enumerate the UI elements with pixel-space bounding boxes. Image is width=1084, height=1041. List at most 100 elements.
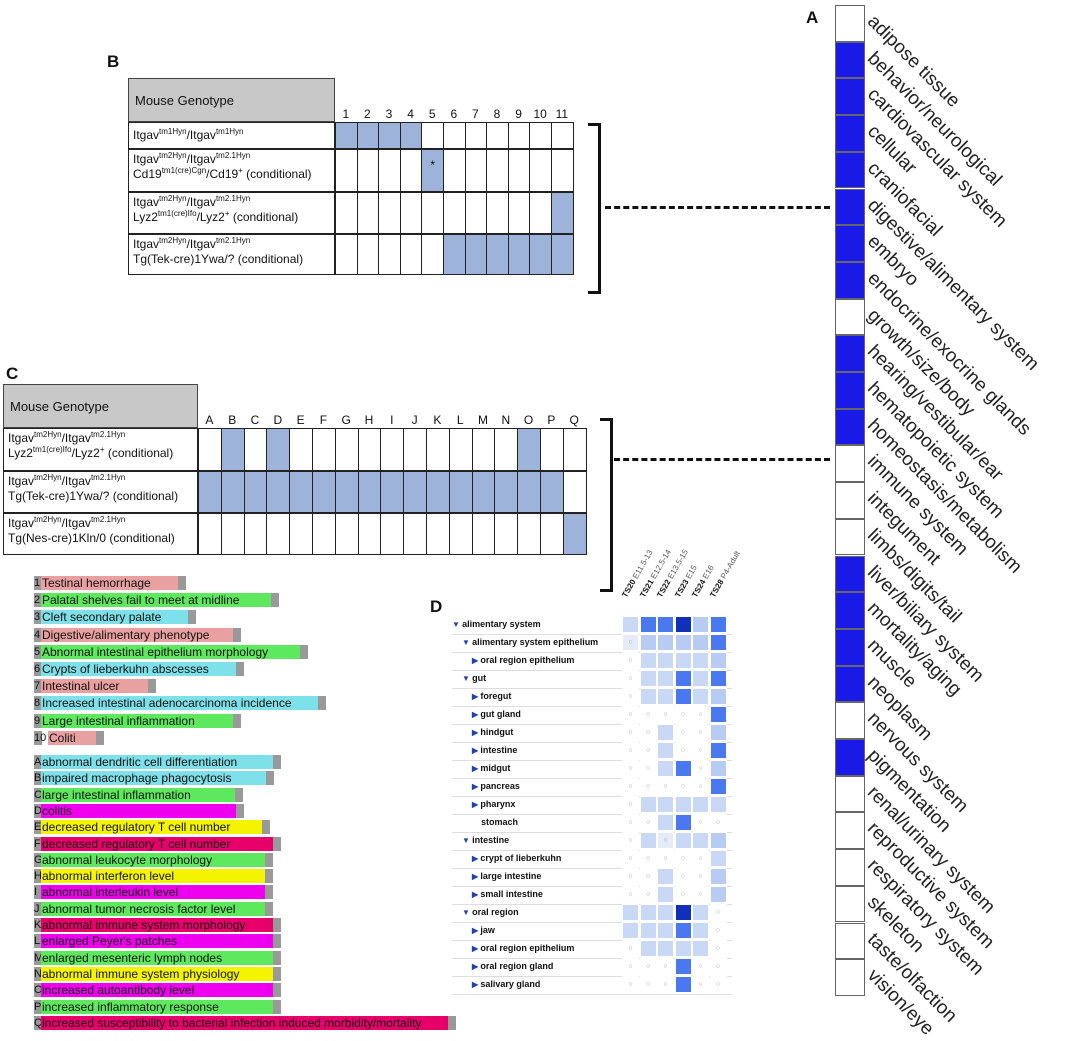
anatomy-row[interactable]: ▶ small intestine (452, 886, 732, 905)
expression-cell[interactable]: ○ (622, 940, 639, 957)
expression-cell[interactable] (709, 670, 727, 687)
expression-cell[interactable] (657, 616, 674, 633)
expression-cell[interactable]: ○ (622, 958, 639, 975)
expand-arrow-icon[interactable]: ▶ (472, 692, 481, 701)
expand-arrow-icon[interactable]: ▶ (472, 782, 481, 791)
expand-arrow-icon[interactable]: ▶ (472, 980, 481, 989)
expression-cell[interactable] (674, 688, 692, 705)
expression-cell[interactable]: ○ (639, 742, 657, 759)
expand-arrow-icon[interactable]: ▶ (472, 764, 481, 773)
anatomy-row[interactable]: ▶ pharynx (452, 796, 732, 815)
expression-cell[interactable]: ○ (709, 814, 727, 831)
expression-cell[interactable]: ○ (622, 814, 639, 831)
expression-cell[interactable] (709, 706, 727, 723)
expression-cell[interactable]: ○ (692, 760, 709, 777)
anatomy-row[interactable]: ▶ oral region epithelium (452, 940, 732, 959)
expression-cell[interactable] (709, 652, 727, 669)
anatomy-row[interactable]: ▶ crypt of lieberkuhn (452, 850, 732, 869)
anatomy-row[interactable]: ▼ intestine (452, 832, 732, 851)
anatomy-row[interactable]: ▶ midgut (452, 760, 732, 779)
expression-cell[interactable] (622, 922, 639, 939)
expression-cell[interactable]: ○ (622, 886, 639, 903)
expression-cell[interactable] (657, 868, 674, 885)
expression-cell[interactable]: ○ (622, 850, 639, 867)
expression-cell[interactable]: ○ (639, 868, 657, 885)
anatomy-row[interactable]: ▶ foregut (452, 688, 732, 707)
expand-arrow-icon[interactable]: ▼ (462, 674, 473, 683)
anatomy-row[interactable]: ▶ intestine (452, 742, 732, 761)
anatomy-row[interactable]: ▶ jaw (452, 922, 732, 941)
expression-cell[interactable] (674, 922, 692, 939)
expression-cell[interactable]: ○ (622, 634, 639, 651)
anatomy-row[interactable]: ▶ oral region gland (452, 958, 732, 977)
expression-cell[interactable]: ○ (692, 778, 709, 795)
expression-cell[interactable]: ○ (622, 670, 639, 687)
expression-cell[interactable] (709, 760, 727, 777)
expression-cell[interactable] (622, 616, 639, 633)
expression-cell[interactable]: ○ (622, 796, 639, 813)
expand-arrow-icon[interactable]: ▼ (462, 836, 473, 845)
expand-arrow-icon[interactable]: ▶ (472, 710, 481, 719)
expression-cell[interactable] (674, 832, 692, 849)
expression-cell[interactable]: ○ (674, 850, 692, 867)
expression-cell[interactable] (692, 940, 709, 957)
expression-cell[interactable] (709, 868, 727, 885)
expand-arrow-icon[interactable]: ▶ (472, 728, 481, 737)
expression-cell[interactable]: ○ (709, 904, 727, 921)
expression-cell[interactable] (639, 832, 657, 849)
expression-cell[interactable] (692, 670, 709, 687)
expression-cell[interactable]: ○ (622, 688, 639, 705)
expression-cell[interactable]: ○ (657, 706, 674, 723)
expression-cell[interactable] (657, 634, 674, 651)
expression-cell[interactable]: ○ (709, 958, 727, 975)
expression-cell[interactable]: ○ (622, 706, 639, 723)
expression-cell[interactable]: ○ (639, 778, 657, 795)
expression-cell[interactable]: ○ (657, 958, 674, 975)
expression-cell[interactable]: ○ (639, 706, 657, 723)
expression-cell[interactable] (639, 634, 657, 651)
expression-cell[interactable] (692, 634, 709, 651)
expression-cell[interactable] (709, 616, 727, 633)
expression-cell[interactable] (639, 940, 657, 957)
expression-cell[interactable] (674, 976, 692, 993)
expand-arrow-icon[interactable]: ▶ (472, 872, 481, 881)
expression-cell[interactable] (674, 652, 692, 669)
expression-cell[interactable] (639, 688, 657, 705)
expression-cell[interactable]: ○ (657, 850, 674, 867)
expression-cell[interactable] (709, 742, 727, 759)
expression-cell[interactable]: ○ (692, 958, 709, 975)
anatomy-row[interactable]: ▶ gut gland (452, 706, 732, 725)
expand-arrow-icon[interactable]: ▼ (462, 638, 473, 647)
expression-cell[interactable]: ○ (692, 742, 709, 759)
expression-cell[interactable] (692, 922, 709, 939)
anatomy-row[interactable]: ▼ alimentary system epithelium (452, 634, 732, 653)
expression-cell[interactable] (674, 634, 692, 651)
expression-cell[interactable] (709, 724, 727, 741)
expression-cell[interactable]: ○ (639, 850, 657, 867)
expression-cell[interactable]: ○ (692, 886, 709, 903)
expression-cell[interactable]: ○ (692, 724, 709, 741)
expression-cell[interactable]: ○ (709, 976, 727, 993)
expression-cell[interactable] (639, 652, 657, 669)
expression-cell[interactable]: ○ (674, 778, 692, 795)
expression-cell[interactable] (692, 832, 709, 849)
expand-arrow-icon[interactable]: ▶ (472, 926, 481, 935)
expand-arrow-icon[interactable]: ▶ (472, 890, 481, 899)
expand-arrow-icon[interactable]: ▼ (462, 908, 473, 917)
expand-arrow-icon[interactable]: ▼ (452, 620, 463, 629)
expression-cell[interactable] (639, 922, 657, 939)
expression-cell[interactable] (709, 850, 727, 867)
expression-cell[interactable]: ○ (692, 976, 709, 993)
expression-cell[interactable]: ○ (639, 760, 657, 777)
expression-cell[interactable] (622, 904, 639, 921)
expression-cell[interactable]: ○ (622, 832, 639, 849)
expand-arrow-icon[interactable]: ▶ (472, 656, 481, 665)
anatomy-row[interactable]: stomach (452, 814, 732, 833)
expression-cell[interactable] (709, 886, 727, 903)
expression-cell[interactable]: ○ (622, 868, 639, 885)
expression-cell[interactable] (639, 616, 657, 633)
expression-cell[interactable] (674, 904, 692, 921)
expression-cell[interactable] (692, 796, 709, 813)
expression-cell[interactable]: ○ (639, 886, 657, 903)
expression-cell[interactable]: ○ (639, 976, 657, 993)
